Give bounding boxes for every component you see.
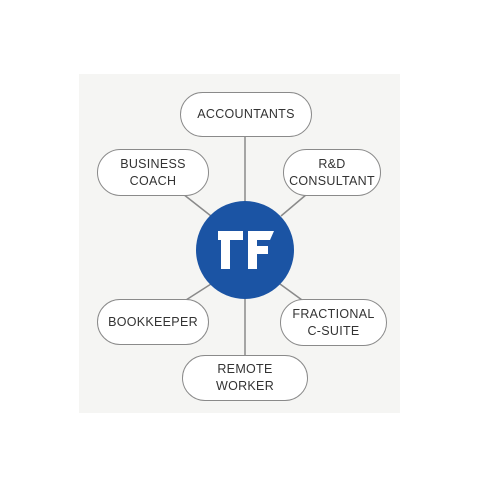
connector-rd-consultant bbox=[280, 193, 308, 217]
node-accountants: ACCOUNTANTS bbox=[180, 92, 312, 137]
connector-business-coach bbox=[182, 193, 212, 217]
node-rd-consultant: R&D CONSULTANT bbox=[283, 149, 381, 196]
node-bookkeeper: BOOKKEEPER bbox=[97, 299, 209, 345]
hub-logo-circle bbox=[196, 201, 294, 299]
node-remote-worker: REMOTE WORKER bbox=[182, 355, 308, 401]
node-business-coach: BUSINESS COACH bbox=[97, 149, 209, 196]
connector-fractional-csuite bbox=[279, 283, 303, 301]
connector-bookkeeper bbox=[185, 283, 212, 301]
node-fractional-csuite: FRACTIONAL C-SUITE bbox=[280, 299, 387, 346]
tf-monogram-logo-icon bbox=[218, 231, 274, 269]
